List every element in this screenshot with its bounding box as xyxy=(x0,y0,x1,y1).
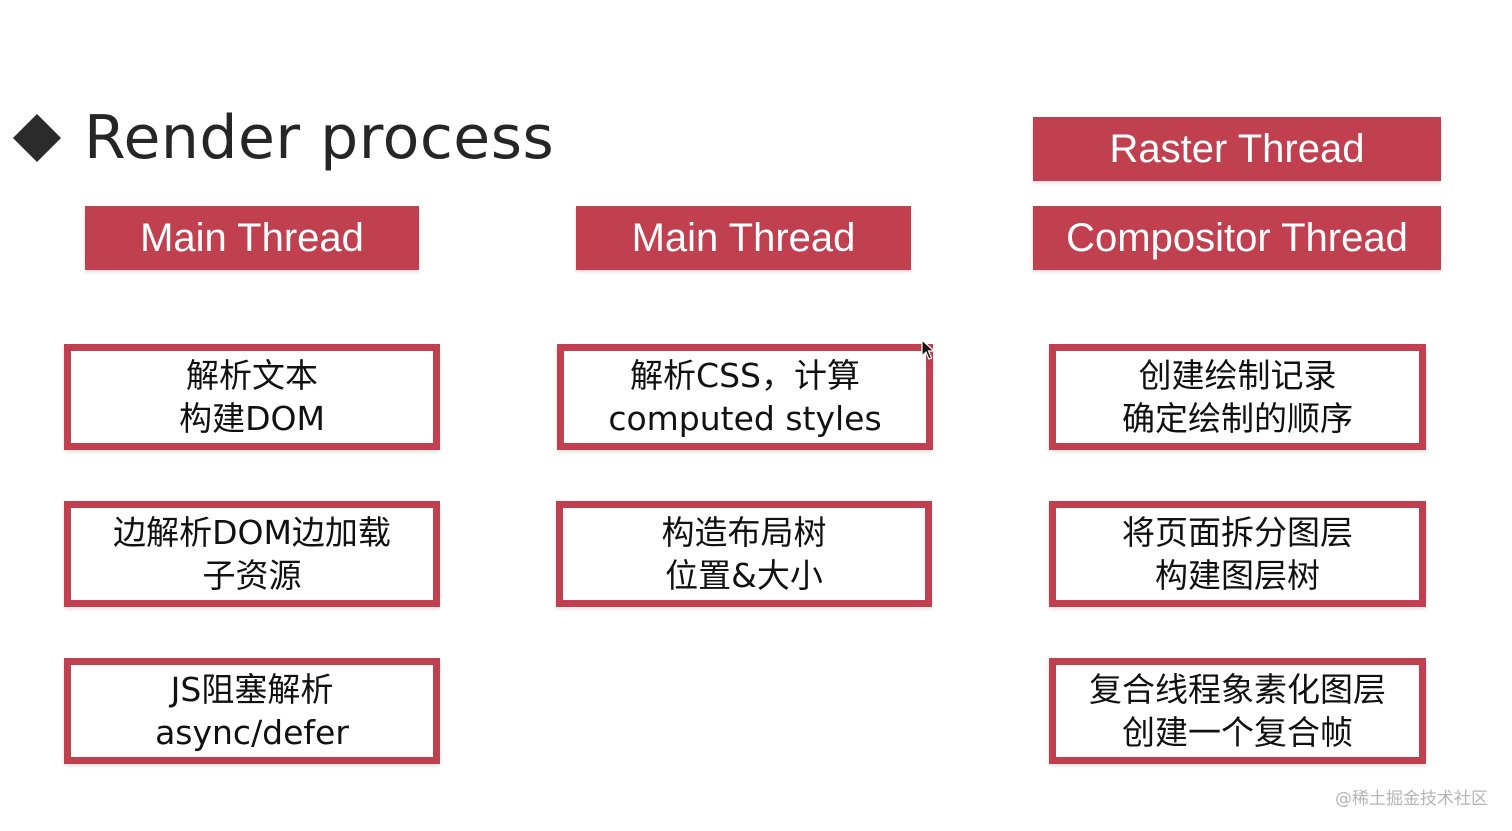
step-line: 确定绘制的顺序 xyxy=(1122,399,1353,438)
step-box: 解析CSS，计算 computed styles xyxy=(557,344,933,450)
step-box: 解析文本 构建DOM xyxy=(64,344,440,450)
thread-label-main-1: Main Thread xyxy=(85,206,419,270)
slide-title: Render process xyxy=(84,103,555,173)
watermark: @稀土掘金技术社区 xyxy=(1335,789,1488,809)
diamond-bullet-icon xyxy=(12,113,62,163)
step-line: 创建一个复合帧 xyxy=(1122,713,1353,752)
step-line: 构造布局树 xyxy=(661,513,827,552)
step-line: 构建DOM xyxy=(179,399,325,438)
step-line: 边解析DOM边加载 xyxy=(113,513,391,552)
step-line: 位置&大小 xyxy=(665,556,823,595)
step-line: 将页面拆分图层 xyxy=(1122,513,1353,552)
step-line: 子资源 xyxy=(202,556,302,595)
step-box: 创建绘制记录 确定绘制的顺序 xyxy=(1049,344,1426,450)
step-box: 构造布局树 位置&大小 xyxy=(556,501,932,607)
step-line: 解析CSS，计算 xyxy=(630,356,860,395)
step-box: 复合线程象素化图层 创建一个复合帧 xyxy=(1049,658,1426,764)
step-line: async/defer xyxy=(155,713,349,752)
step-line: 复合线程象素化图层 xyxy=(1089,670,1386,709)
step-box: JS阻塞解析 async/defer xyxy=(64,658,440,764)
step-box: 将页面拆分图层 构建图层树 xyxy=(1049,501,1426,607)
step-line: 构建图层树 xyxy=(1155,556,1320,595)
step-line: computed styles xyxy=(608,399,882,438)
step-line: 创建绘制记录 xyxy=(1138,356,1337,395)
thread-label-main-2: Main Thread xyxy=(576,206,911,270)
step-box: 边解析DOM边加载 子资源 xyxy=(64,501,440,607)
step-line: 解析文本 xyxy=(186,356,318,395)
mouse-pointer-icon xyxy=(921,339,935,360)
slide-header: Render process xyxy=(12,98,554,178)
thread-label-compositor: Compositor Thread xyxy=(1033,206,1441,270)
step-line: JS阻塞解析 xyxy=(170,670,334,709)
thread-label-raster: Raster Thread xyxy=(1033,117,1441,181)
